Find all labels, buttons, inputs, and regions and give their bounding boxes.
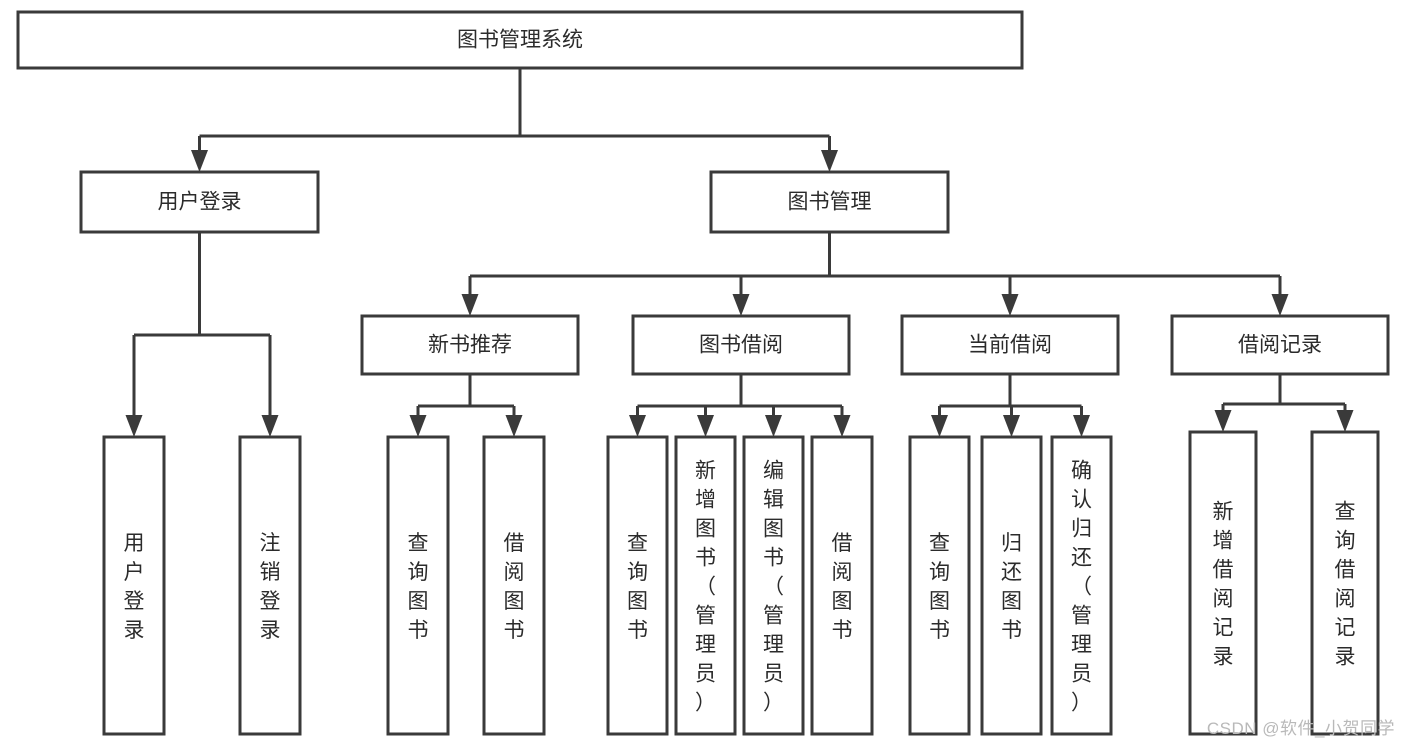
node-box[interactable]: [1170, 314, 1390, 376]
arrow-head-icon: [505, 415, 523, 437]
node-label: 借阅图书: [504, 532, 525, 642]
node-box[interactable]: [908, 435, 971, 736]
node-user-login[interactable]: 用户登录: [79, 170, 320, 234]
node-current-borrow[interactable]: 当前借阅: [900, 314, 1120, 376]
arrow-head-icon: [409, 415, 427, 437]
node-book-borrow[interactable]: 图书借阅: [631, 314, 851, 376]
node-label: 借阅图书: [832, 532, 853, 642]
node-box[interactable]: [1188, 430, 1258, 736]
connector-group-new-book-rec: [409, 374, 523, 437]
node-box[interactable]: [606, 435, 669, 736]
connector-group-book-borrow: [629, 374, 851, 437]
connector-group-book-manage: [461, 232, 1289, 316]
node-label: 图书管理: [788, 191, 872, 214]
arrow-head-icon: [1003, 415, 1020, 437]
node-label: 用户登录: [124, 532, 145, 642]
node-box[interactable]: [16, 10, 1024, 70]
node-leaf-borrow-book-1[interactable]: 借阅图书: [482, 435, 546, 736]
node-box[interactable]: [238, 435, 302, 736]
arrow-head-icon: [1214, 410, 1232, 432]
node-box[interactable]: [386, 435, 450, 736]
node-label: 编辑图书（管理员）: [763, 460, 784, 715]
arrow-head-icon: [261, 415, 279, 437]
node-box[interactable]: [482, 435, 546, 736]
connector-group-borrow-record: [1214, 374, 1354, 432]
node-box[interactable]: [709, 170, 950, 234]
arrow-head-icon: [765, 415, 782, 437]
node-label: 借阅记录: [1238, 334, 1322, 357]
node-box[interactable]: [1310, 430, 1380, 736]
arrow-head-icon: [1336, 410, 1354, 432]
connector-group-root: [191, 68, 838, 172]
connector-layer: [125, 68, 1354, 437]
node-leaf-query-book-3[interactable]: 查询图书: [908, 435, 971, 736]
node-label: 新书推荐: [428, 334, 512, 357]
node-label: 图书借阅: [699, 334, 783, 357]
node-box[interactable]: [742, 435, 805, 736]
node-box[interactable]: [1050, 435, 1113, 736]
node-new-book-rec[interactable]: 新书推荐: [360, 314, 580, 376]
node-label: 查询图书: [408, 532, 429, 642]
node-leaf-borrow-book-2[interactable]: 借阅图书: [810, 435, 874, 736]
arrow-head-icon: [821, 150, 838, 172]
arrow-head-icon: [1271, 294, 1289, 316]
node-leaf-user-login[interactable]: 用户登录: [102, 435, 166, 736]
arrow-head-icon: [833, 415, 851, 437]
node-leaf-return-book[interactable]: 归还图书: [980, 435, 1043, 736]
node-label: 注销登录: [260, 532, 281, 642]
node-label: 归还图书: [1001, 532, 1022, 642]
node-leaf-user-logout[interactable]: 注销登录: [238, 435, 302, 736]
arrow-head-icon: [697, 415, 714, 437]
node-leaf-confirm-return[interactable]: 确认归还（管理员）: [1050, 435, 1113, 736]
node-leaf-add-book[interactable]: 新增图书（管理员）: [674, 435, 737, 736]
node-box[interactable]: [810, 435, 874, 736]
arrow-head-icon: [629, 415, 646, 437]
node-book-manage[interactable]: 图书管理: [709, 170, 950, 234]
node-label: 查询图书: [627, 532, 648, 642]
csdn-watermark: CSDN @软件_小贺同学: [1206, 719, 1395, 738]
node-leaf-query-book-2[interactable]: 查询图书: [606, 435, 669, 736]
arrow-head-icon: [191, 150, 208, 172]
arrow-head-icon: [1073, 415, 1090, 437]
node-label: 查询图书: [929, 532, 950, 642]
arrow-head-icon: [461, 294, 479, 316]
node-box[interactable]: [900, 314, 1120, 376]
node-label: 用户登录: [158, 191, 242, 214]
node-borrow-record[interactable]: 借阅记录: [1170, 314, 1390, 376]
arrow-head-icon: [732, 294, 750, 316]
node-label: 新增借阅记录: [1213, 501, 1234, 669]
connector-group-current-borrow: [931, 374, 1090, 437]
node-label: 新增图书（管理员）: [695, 460, 716, 715]
node-label: 当前借阅: [968, 334, 1052, 357]
node-box[interactable]: [674, 435, 737, 736]
connector-group-user-login: [125, 232, 279, 437]
node-box[interactable]: [980, 435, 1043, 736]
arrow-head-icon: [125, 415, 143, 437]
node-box[interactable]: [631, 314, 851, 376]
node-label: 确认归还（管理员）: [1071, 460, 1092, 715]
arrow-head-icon: [931, 415, 948, 437]
node-label: 查询借阅记录: [1335, 501, 1356, 669]
node-box[interactable]: [102, 435, 166, 736]
node-box[interactable]: [360, 314, 580, 376]
node-box[interactable]: [79, 170, 320, 234]
node-leaf-query-book-1[interactable]: 查询图书: [386, 435, 450, 736]
arrow-head-icon: [1001, 294, 1019, 316]
node-layer: 图书管理系统用户登录图书管理新书推荐图书借阅当前借阅借阅记录用户登录注销登录查询…: [16, 10, 1390, 736]
node-leaf-add-record[interactable]: 新增借阅记录: [1188, 430, 1258, 736]
node-root[interactable]: 图书管理系统: [16, 10, 1024, 70]
node-leaf-edit-book[interactable]: 编辑图书（管理员）: [742, 435, 805, 736]
node-label: 图书管理系统: [457, 29, 583, 52]
node-leaf-query-record[interactable]: 查询借阅记录: [1310, 430, 1380, 736]
